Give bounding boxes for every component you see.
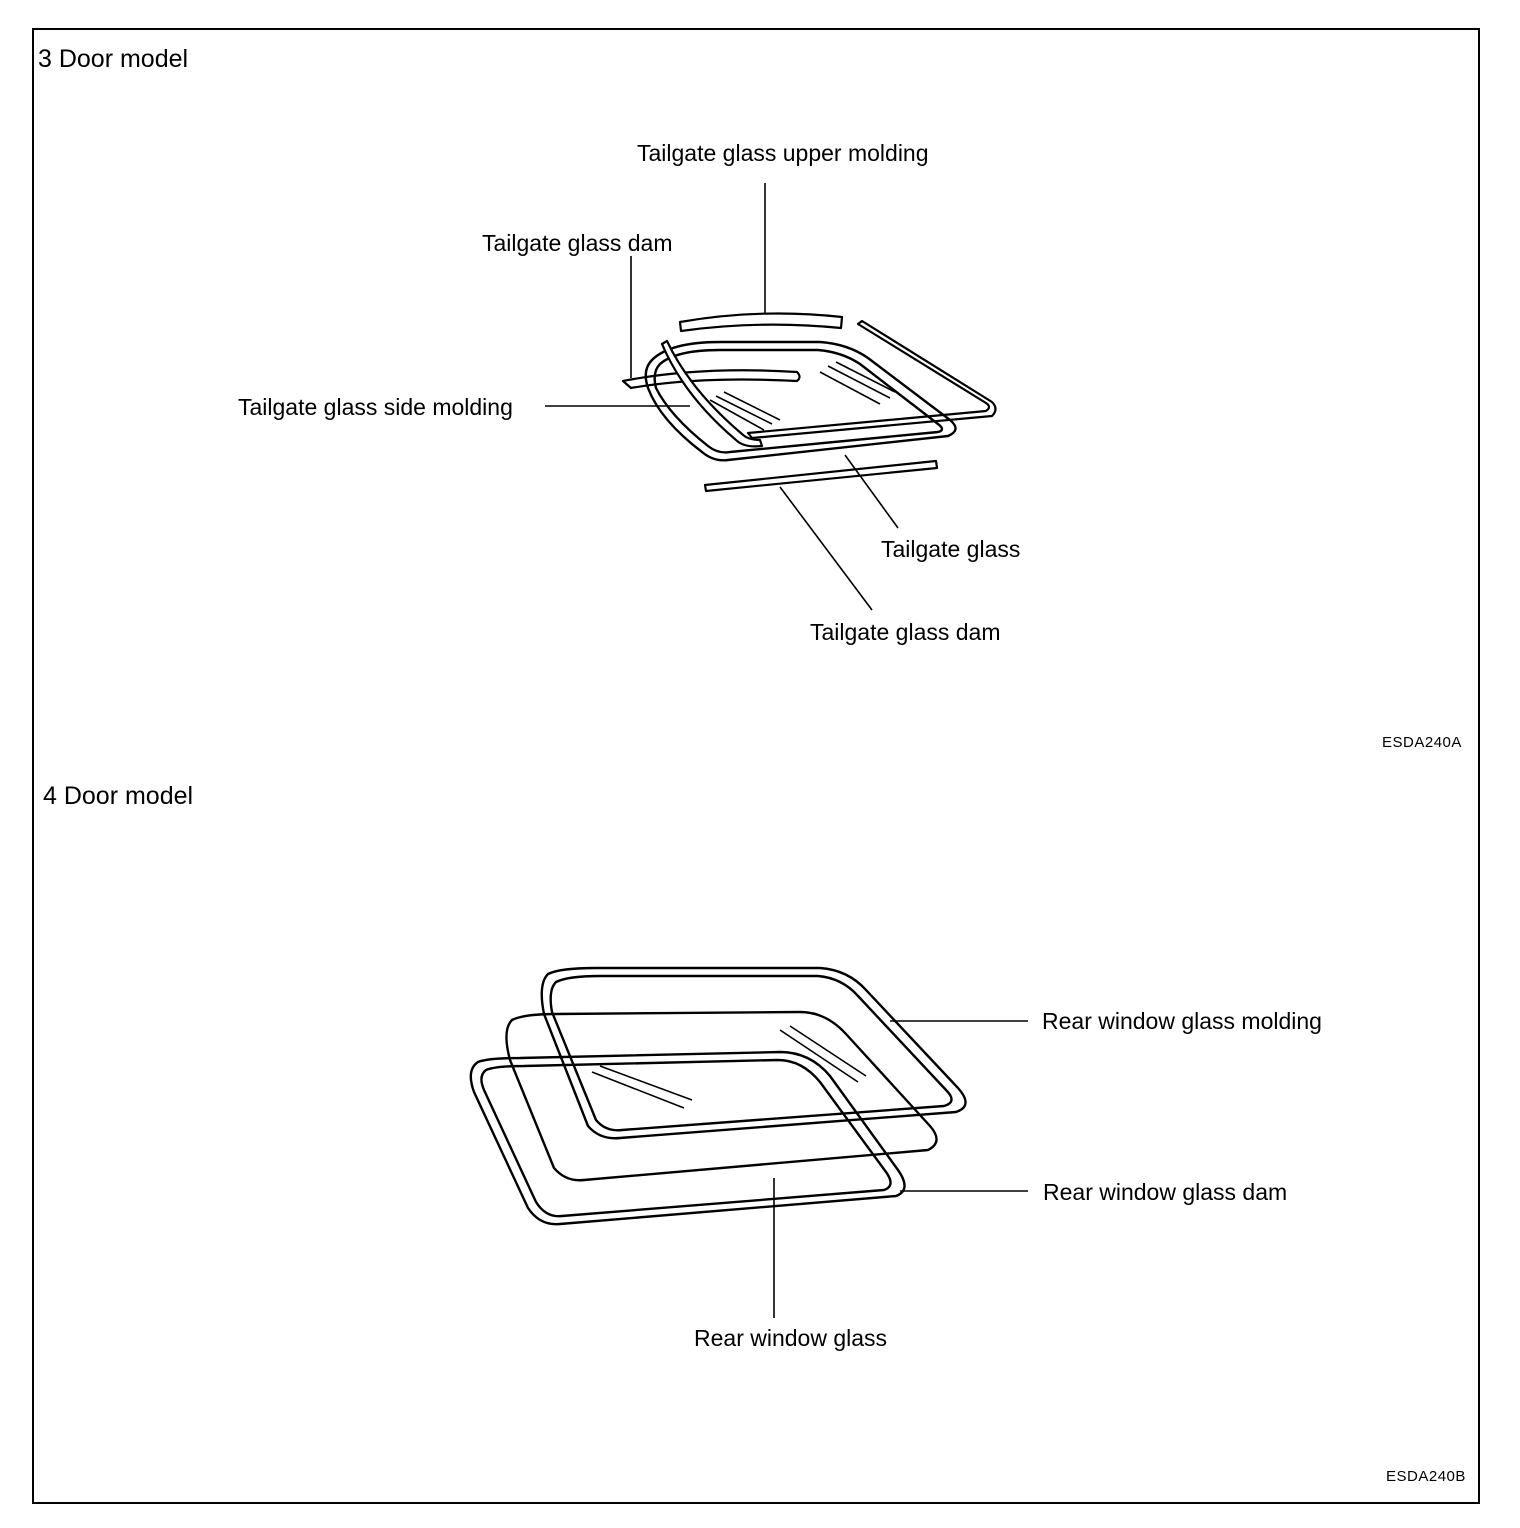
label-tailgate-glass-dam-bottom: Tailgate glass dam [810,619,1001,645]
figure-code-b: ESDA240B [1386,1468,1466,1485]
leader-glass [844,454,899,529]
rear-window-glass-molding-part [540,966,967,1140]
tailgate-glass-part [644,340,957,462]
rear-window-glass-part [505,1010,938,1182]
section-title-4-door: 4 Door model [43,782,194,810]
leader-dam-bottom [779,486,873,611]
glass-reflection-hatch [835,361,896,393]
diagram-frame [32,28,1480,1504]
rear-window-glass-dam-inner [480,1058,892,1218]
label-tailgate-glass-upper-molding: Tailgate glass upper molding [637,140,929,166]
tailgate-glass-dam-top-part [621,369,801,390]
tailgate-glass-side-molding-right-part [746,319,997,440]
glass-reflection-hatch [789,1025,867,1077]
glass-reflection-hatch [723,391,781,421]
four-door-exploded-view [469,966,1028,1318]
glass-reflection-hatch [827,365,891,399]
glass-reflection-hatch [591,1071,685,1109]
rear-window-glass-molding-inner [549,974,953,1132]
label-rear-window-glass: Rear window glass [694,1325,888,1351]
glass-reflection-hatch [709,399,765,431]
glass-reflection-hatch [715,395,773,425]
tailgate-glass-upper-molding-part [678,312,844,333]
rear-window-glass-dam-part [469,1050,906,1226]
three-door-exploded-view [545,183,997,611]
label-rear-window-glass-molding: Rear window glass molding [1042,1008,1322,1034]
section-title-3-door: 3 Door model [38,45,189,73]
glass-reflection-hatch [779,1029,859,1083]
label-rear-window-glass-dam: Rear window glass dam [1043,1179,1288,1205]
glass-reflection-hatch [819,371,881,405]
label-tailgate-glass-side-molding: Tailgate glass side molding [238,394,513,420]
glass-reflection-hatch [599,1065,693,1101]
label-tailgate-glass-dam-top: Tailgate glass dam [482,230,673,256]
figure-code-a: ESDA240A [1382,734,1462,751]
tailgate-glass-dam-bottom-part [703,459,939,493]
tailgate-glass-side-molding-left-part [660,339,764,448]
tailgate-glass-inner-edge [653,348,944,454]
label-tailgate-glass: Tailgate glass [881,536,1021,562]
